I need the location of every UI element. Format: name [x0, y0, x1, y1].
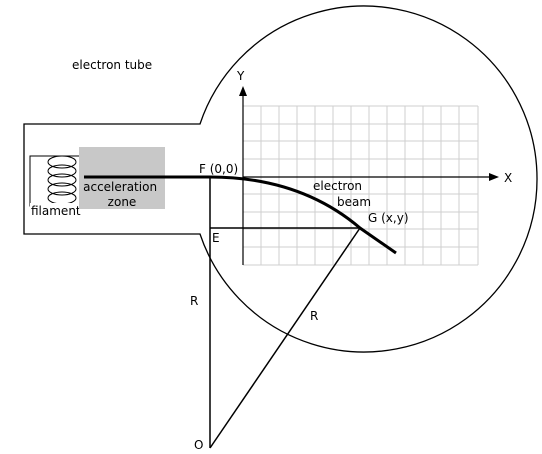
x-axis-label: X	[504, 171, 512, 185]
electron-beam	[84, 175, 397, 255]
tube-outline	[23, 5, 538, 353]
filament-coil-icon	[47, 155, 77, 205]
y-axis	[239, 86, 247, 265]
electron-beam-label: electron beam	[313, 179, 371, 209]
acceleration-zone-label-line1: acceleration	[83, 180, 157, 194]
point-o-label: O	[194, 438, 203, 452]
filament-label: filament	[31, 204, 81, 218]
diagram-title: electron tube	[72, 58, 152, 72]
point-g-label: G (x,y)	[368, 211, 409, 225]
filament-housing	[29, 155, 83, 207]
y-axis-label: Y	[236, 69, 245, 83]
point-f-label: F (0,0)	[199, 162, 238, 176]
acceleration-zone-label-line2: zone	[108, 195, 137, 209]
x-axis-arrowhead	[489, 173, 499, 181]
filament-label-background	[30, 203, 82, 219]
radius-diagonal-label: R	[310, 309, 318, 323]
x-axis	[243, 173, 499, 181]
diagonal-radius-line	[209, 227, 361, 449]
electron-beam-label-line1: electron	[313, 179, 362, 193]
acceleration-zone-label: acceleration zone	[83, 180, 161, 209]
electron-beam-label-line2: beam	[337, 195, 371, 209]
point-e-label: E	[212, 231, 220, 245]
grid	[243, 105, 479, 266]
y-axis-arrowhead	[239, 86, 247, 96]
radius-vertical-label: R	[190, 294, 198, 308]
